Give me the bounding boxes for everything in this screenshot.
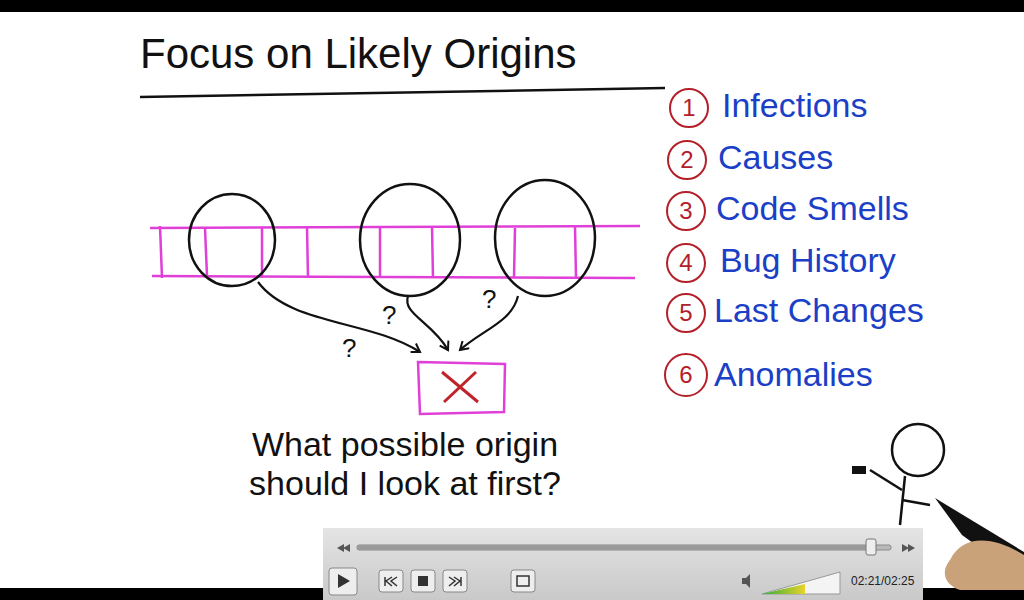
callout-number: 2 bbox=[667, 140, 707, 180]
figure-hand bbox=[852, 466, 866, 474]
callout-number: 3 bbox=[666, 191, 706, 231]
question-mark: ? bbox=[342, 333, 356, 364]
letterbox-bar bbox=[0, 0, 1024, 12]
list-item: Last Changes bbox=[714, 291, 924, 330]
callout-number: 6 bbox=[664, 353, 708, 397]
callout-digit: 3 bbox=[679, 199, 692, 223]
callout-digit: 2 bbox=[680, 148, 693, 172]
callout-digit: 4 bbox=[679, 251, 692, 275]
video-controls bbox=[323, 528, 923, 600]
callout-number: 5 bbox=[666, 293, 706, 333]
callout-digit: 5 bbox=[679, 301, 692, 325]
slide-title: Focus on Likely Origins bbox=[140, 30, 577, 78]
callout-number: 1 bbox=[669, 88, 709, 128]
title-underline bbox=[140, 88, 665, 97]
list-item: Infections bbox=[722, 86, 868, 125]
list-item: Code Smells bbox=[716, 189, 909, 228]
callout-digit: 6 bbox=[679, 363, 692, 387]
failure-cross bbox=[442, 372, 478, 402]
drawing-hand bbox=[935, 498, 1024, 590]
callout-number: 4 bbox=[666, 243, 706, 283]
question-mark: ? bbox=[382, 300, 396, 331]
callout-digit: 1 bbox=[682, 96, 695, 120]
list-item: Causes bbox=[718, 138, 833, 177]
question-note: What possible origin should I look at fi… bbox=[230, 425, 580, 503]
origin-arrow bbox=[258, 282, 518, 352]
stick-figure bbox=[870, 424, 944, 525]
list-item: Anomalies bbox=[714, 355, 873, 394]
time-readout: 02:21/02:25 bbox=[851, 574, 914, 588]
failure-box bbox=[418, 362, 505, 414]
list-item: Bug History bbox=[720, 241, 896, 280]
memory-band bbox=[150, 226, 640, 278]
state-circle bbox=[189, 180, 595, 296]
question-mark: ? bbox=[482, 284, 496, 315]
